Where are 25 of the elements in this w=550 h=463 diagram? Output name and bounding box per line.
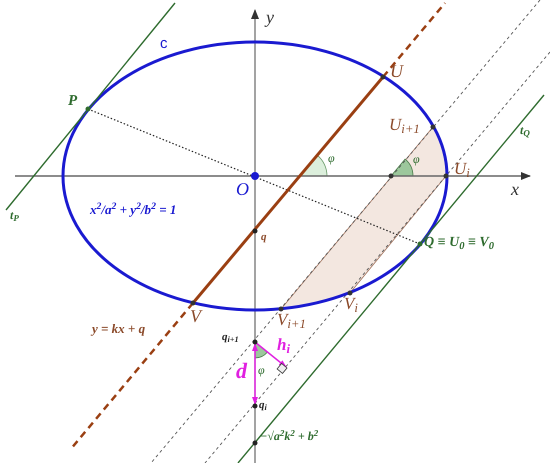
point-label: U$_{i}$	[454, 160, 470, 177]
point-label: q$_{i+1}$	[222, 332, 239, 343]
point-label: V	[190, 307, 201, 325]
line-label: t$_{P}$	[10, 209, 19, 221]
point-label: U$_{i+1}$	[389, 116, 420, 133]
axis-label: x	[511, 180, 519, 198]
point-label: −√a$^{2}$k$^{2}$ + b$^{2}$	[260, 430, 318, 442]
measure-label: h$_{i}$	[277, 336, 290, 353]
equation: x$^{2}$/a$^{2}$ + y$^{2}$/b$^{2}$ = 1	[90, 203, 176, 216]
angle-label: φ	[258, 364, 265, 376]
curve-label: c	[160, 36, 168, 51]
line-label: y = kx + q	[92, 322, 146, 335]
point-label: Q ≡ U$_{0}$ ≡ V$_{0}$	[424, 236, 494, 250]
point-label: U	[390, 62, 403, 80]
point-label: V$_{i}$	[344, 295, 358, 312]
angle-label: φ	[328, 152, 335, 164]
point-label: V$_{i+1}$	[277, 311, 306, 328]
point-label: q	[261, 232, 266, 243]
measure-label: d	[236, 360, 247, 382]
point-label: q$_{i}$	[259, 400, 267, 411]
point-label: O	[236, 180, 249, 198]
line-label: t$_{Q}$	[520, 124, 530, 136]
axis-label: y	[266, 8, 274, 26]
angle-label: φ	[413, 153, 420, 165]
point-label: P	[68, 94, 78, 109]
